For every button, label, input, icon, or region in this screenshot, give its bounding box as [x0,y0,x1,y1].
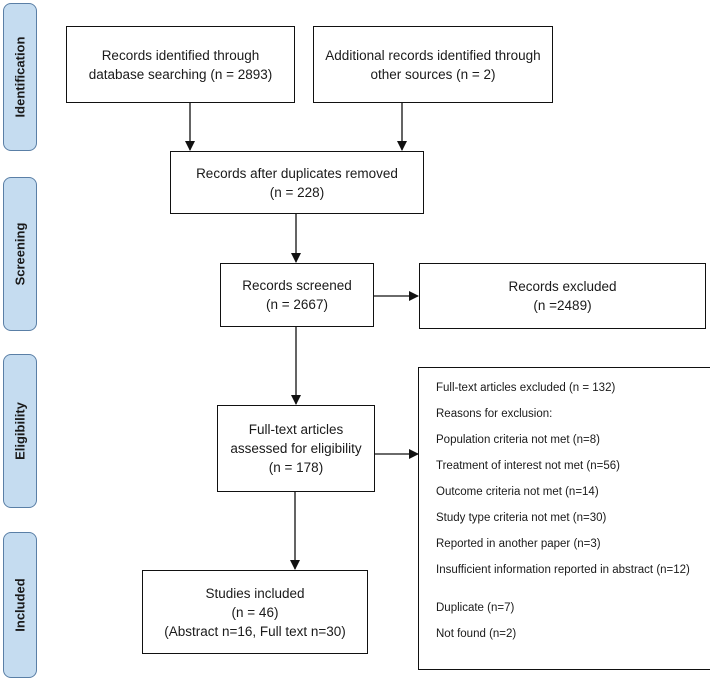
exclusion-reason-item: Reported in another paper (n=3) [436,538,601,550]
box-text: (n = 178) [268,460,324,475]
box-text: Records excluded [508,279,617,294]
phase-screening: Screening [3,177,37,331]
box-text: (n =2489) [533,298,592,313]
box-text: (n = 2667) [266,297,328,312]
exclusion-heading: Full-text articles excluded (n = 132) [436,382,616,394]
box-text: (n = 46) [231,604,279,620]
phase-identification: Identification [3,3,37,151]
box-fulltext-assessed: Full-text articles assessed for eligibil… [217,405,375,492]
box-fulltext-excluded: Full-text articles excluded (n = 132) Re… [418,367,710,670]
exclusion-reason-item: Study type criteria not met (n=30) [436,512,607,524]
box-other-sources: Additional records identified through ot… [313,26,553,103]
exclusion-reasons-label: Reasons for exclusion: [436,408,553,420]
box-database-search: Records identified through database sear… [66,26,295,103]
exclusion-reason-item: Duplicate (n=7) [436,602,515,614]
box-studies-included: Studies included (n = 46) (Abstract n=16… [142,570,368,654]
box-text: Records identified through [101,47,260,63]
exclusion-reason-item: Population criteria not met (n=8) [436,434,600,446]
box-text: Records after duplicates removed [196,165,398,181]
box-text: assessed for eligibility [230,441,362,456]
phase-included: Included [3,532,37,678]
exclusion-reason-item: Insufficient information reported in abs… [436,564,690,576]
phase-eligibility: Eligibility [3,354,37,508]
box-text: Studies included [205,585,305,601]
box-text: (Abstract n=16, Full text n=30) [164,623,346,639]
box-records-excluded: Records excluded (n =2489) [419,263,706,329]
box-records-screened: Records screened (n = 2667) [220,263,374,327]
box-text: other sources (n = 2) [370,66,496,82]
box-text: Additional records identified through [325,47,541,63]
box-text: (n = 228) [269,184,325,200]
box-text: Records screened [242,278,352,293]
box-text: database searching (n = 2893) [88,66,273,82]
exclusion-reason-item: Outcome criteria not met (n=14) [436,486,599,498]
box-text: Full-text articles [248,422,344,437]
exclusion-reason-item: Treatment of interest not met (n=56) [436,460,620,472]
box-duplicates-removed: Records after duplicates removed (n = 22… [170,151,424,214]
exclusion-reason-item: Not found (n=2) [436,628,517,640]
